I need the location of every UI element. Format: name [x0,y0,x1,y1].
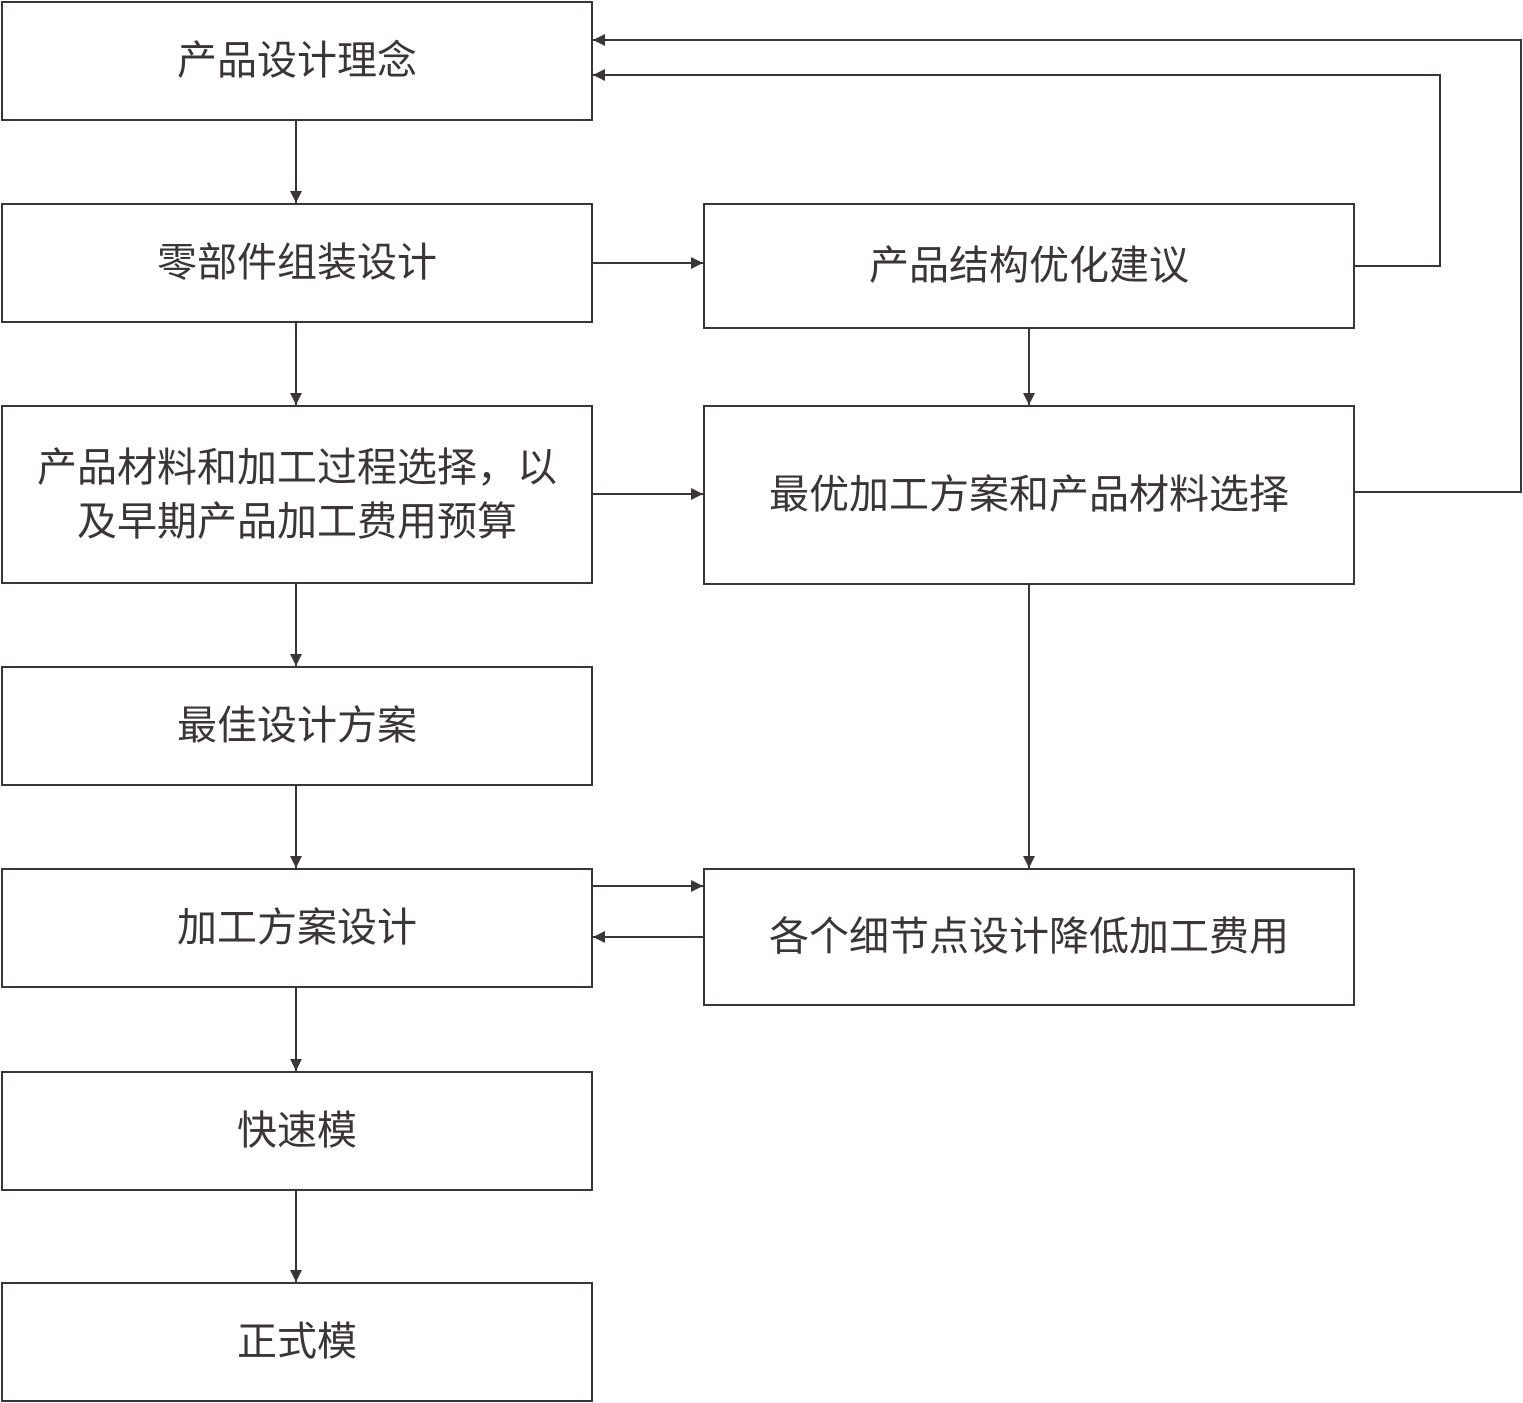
node-formal-mold-label: 正式模 [237,1319,357,1365]
node-best-plan: 最佳设计方案 [1,666,593,786]
node-assembly-label: 零部件组装设计 [157,240,437,286]
node-material-process-label: 产品材料和加工过程选择，以及早期产品加工费用预算 [37,444,557,545]
node-structure-opt-label: 产品结构优化建议 [869,243,1189,289]
node-formal-mold: 正式模 [1,1282,593,1402]
edge-optimal-process-to-concept [593,34,1522,493]
node-concept-label: 产品设计理念 [177,38,417,84]
node-detail-cost-label: 各个细节点设计降低加工费用 [769,914,1289,960]
node-detail-cost: 各个细节点设计降低加工费用 [703,868,1355,1006]
node-optimal-process-label: 最优加工方案和产品材料选择 [769,472,1289,518]
node-optimal-process: 最优加工方案和产品材料选择 [703,405,1355,585]
node-concept: 产品设计理念 [1,1,593,121]
node-assembly: 零部件组装设计 [1,203,593,323]
node-rapid-prototype: 快速模 [1,1071,593,1191]
node-process-design-label: 加工方案设计 [177,905,417,951]
node-process-design: 加工方案设计 [1,868,593,988]
node-best-plan-label: 最佳设计方案 [177,703,417,749]
node-rapid-prototype-label: 快速模 [237,1108,357,1154]
node-structure-opt: 产品结构优化建议 [703,203,1355,329]
node-material-process: 产品材料和加工过程选择，以及早期产品加工费用预算 [1,405,593,584]
edge-structure-opt-to-concept [593,69,1441,267]
